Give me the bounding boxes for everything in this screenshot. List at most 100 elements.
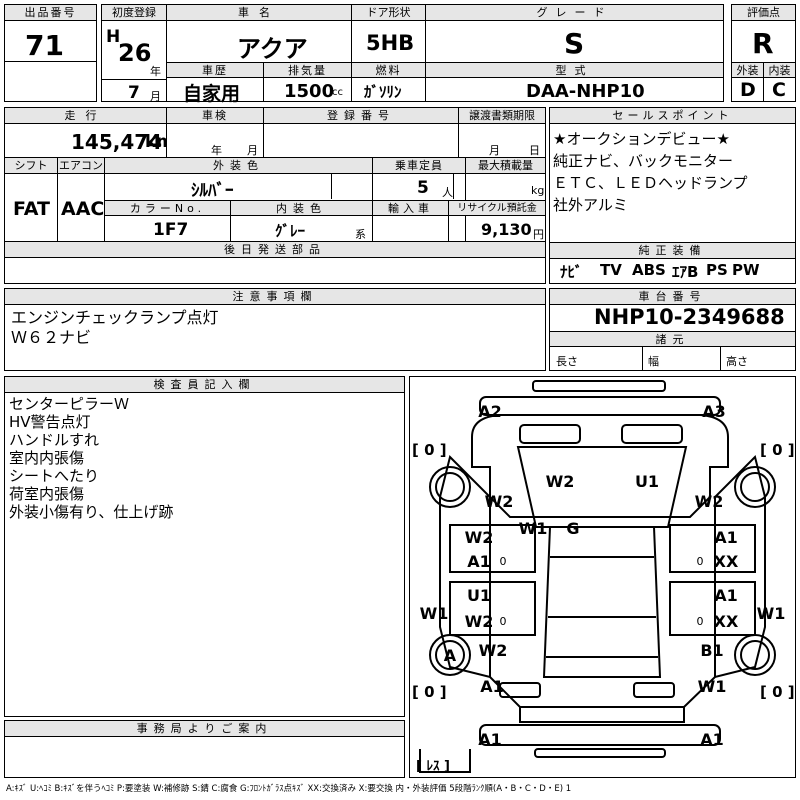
mark-front-left: A2 <box>478 402 502 421</box>
chassis-box: 車台番号 NHP10-2349688 諸元 長さ 幅 高さ <box>549 288 796 371</box>
notes-line: エンジンチェックランプ点灯 <box>11 308 219 327</box>
grade-label: グレード <box>426 5 723 21</box>
mileage-box: 走行 145,474 km <box>4 107 174 158</box>
model-box: 型式 DAA-NHP10 <box>425 62 724 102</box>
equipment-item: PW <box>732 261 760 279</box>
lot-label: 出品番号 <box>5 5 96 21</box>
fuel-label: 燃料 <box>352 63 425 78</box>
inspector-line: センターピラーＷ <box>9 395 130 413</box>
int-color-unit: 系 <box>355 228 366 241</box>
equipment-item: TV <box>600 261 622 279</box>
interior-grade: C <box>772 79 786 101</box>
load-label: 最大積載量 <box>466 158 545 174</box>
transfer-box: 譲渡書類期限 月 日 <box>458 107 546 158</box>
score: R <box>752 27 774 60</box>
later-parts-label: 後日発送部品 <box>5 242 545 258</box>
mileage-label: 走行 <box>5 108 166 124</box>
tire-rear-right: [ 0 ] <box>760 683 795 701</box>
spec-grid: シフト エアコン FAT AAC 外装色 乗車定員 最大積載量 ｼﾙﾊﾞｰ 5 … <box>4 157 546 242</box>
int-grade-box: 内装 C <box>763 62 796 102</box>
length-label: 長さ <box>556 355 578 368</box>
mark-left-rear-lower: A1 <box>480 677 504 696</box>
spec-label: 諸元 <box>550 331 795 347</box>
mark-glass: G <box>566 519 579 538</box>
door-box: ドア形状 5HB <box>351 4 426 63</box>
lot-box: 出品番号 71 <box>4 4 97 102</box>
mark-left-sill: W1 <box>420 604 449 623</box>
sales-line: 社外アルミ <box>553 196 628 214</box>
mark-left-front-door-2: A1 <box>467 552 491 571</box>
mark-rear-left: A1 <box>478 730 502 749</box>
displacement-unit: cc <box>332 87 343 98</box>
ext-color: ｼﾙﾊﾞｰ <box>191 181 234 201</box>
door-label: ドア形状 <box>352 5 425 21</box>
mark-rear-right: A1 <box>700 730 724 749</box>
inspector-line: シートへたり <box>9 467 100 485</box>
exterior-label: 外装 <box>732 63 763 78</box>
notes-box: 注意事項欄 エンジンチェックランプ点灯 Ｗ６２ナビ <box>4 288 546 371</box>
later-parts-box: 後日発送部品 <box>4 241 546 284</box>
equipment-box: 純正装備 ﾅﾋﾞ TV ABS ｴｱB PS PW <box>549 242 796 284</box>
model-label: 型式 <box>426 63 723 78</box>
equipment-item: PS <box>706 261 728 279</box>
int-color-label: 内装色 <box>231 200 372 216</box>
mark-left-wheel: A <box>444 646 457 665</box>
recycle-label: リサイクル預託金 <box>449 200 545 216</box>
tire-rear-left: [ 0 ] <box>412 683 447 701</box>
exterior-grade: D <box>740 79 756 101</box>
sales-line: 純正ナビ、バックモニター <box>553 152 734 170</box>
inspector-line: 室内内張傷 <box>9 449 85 467</box>
first-reg-label: 初度登録 <box>102 5 166 21</box>
displacement: 1500 <box>284 81 335 102</box>
office-label: 事務局よりご案内 <box>5 721 404 737</box>
sales-line: ＥＴＣ、ＬＥＤヘッドランプ <box>553 174 748 192</box>
transfer-month-unit: 月 <box>489 144 500 157</box>
sales-point-box: セールスポイント ★オークションデビュー★ 純正ナビ、バックモニター ＥＴＣ、Ｌ… <box>549 107 796 243</box>
score-label: 評価点 <box>732 5 795 21</box>
reg-year: 26 <box>118 39 152 67</box>
legend: A:ｷｽﾞ U:ﾍｺﾐ B:ｷｽﾞを伴うﾍｺﾐ P:要塗装 W:補修跡 S:錆 … <box>6 784 572 794</box>
color-no-label: カラーNo. <box>105 200 230 216</box>
inspector-line: ハンドルすれ <box>9 431 100 449</box>
model: DAA-NHP10 <box>526 81 645 102</box>
zero-mark: 0 <box>500 555 507 568</box>
lot-number: 71 <box>25 29 64 62</box>
notes-line: Ｗ６２ナビ <box>11 328 92 347</box>
mark-right-fender: W2 <box>695 492 724 511</box>
color-no: 1F7 <box>153 220 189 240</box>
zero-mark: 0 <box>697 555 704 568</box>
reg-no-box: 登録番号 <box>263 107 459 158</box>
damage-diagram: A2 A3 W2 U1 W2 W2 W1 G W2 A1 A1 XX U1 W2… <box>409 376 796 778</box>
mark-left-rear-qtr: W2 <box>479 641 508 660</box>
inspector-line: 外装小傷有り、仕上げ跡 <box>9 503 174 521</box>
inspector-line: 荷室内張傷 <box>9 485 85 503</box>
recycle-unit: 円 <box>533 228 544 241</box>
import-label: 輸入車 <box>373 200 448 216</box>
seats: 5 <box>417 178 429 198</box>
seats-unit: 人 <box>442 186 453 199</box>
mark-front-right: A3 <box>702 402 726 421</box>
sales-line: ★オークションデビュー★ <box>553 130 730 148</box>
displacement-label: 排気量 <box>264 63 351 78</box>
mark-pillar: W1 <box>519 519 548 538</box>
ext-grade-box: 外装 D <box>731 62 764 102</box>
load-unit: kg <box>531 184 545 197</box>
tire-front-right: [ 0 ] <box>760 441 795 459</box>
fuel: ｶﾞｿﾘﾝ <box>364 83 402 101</box>
shift: FAT <box>13 198 50 220</box>
recycle: 9,130 <box>481 220 532 239</box>
inspection-box: 車検 年 月 <box>166 107 264 158</box>
mark-right-rear-lower: W1 <box>698 677 727 696</box>
mark-right-front-door-2: XX <box>714 552 739 571</box>
width-label: 幅 <box>648 355 659 368</box>
grade-box: グレード S <box>425 4 724 63</box>
zero-mark: 0 <box>500 615 507 628</box>
int-color: ｸﾞﾚｰ <box>275 222 306 240</box>
year-unit: 年 <box>150 65 161 78</box>
ac: AAC <box>61 198 105 220</box>
zero-mark: 0 <box>697 615 704 628</box>
mark-right-rear-door-2: XX <box>714 612 739 631</box>
reg-month: 7 <box>128 83 140 103</box>
fuel-box: 燃料 ｶﾞｿﾘﾝ <box>351 62 426 102</box>
mark-right-sill: W1 <box>757 604 786 623</box>
